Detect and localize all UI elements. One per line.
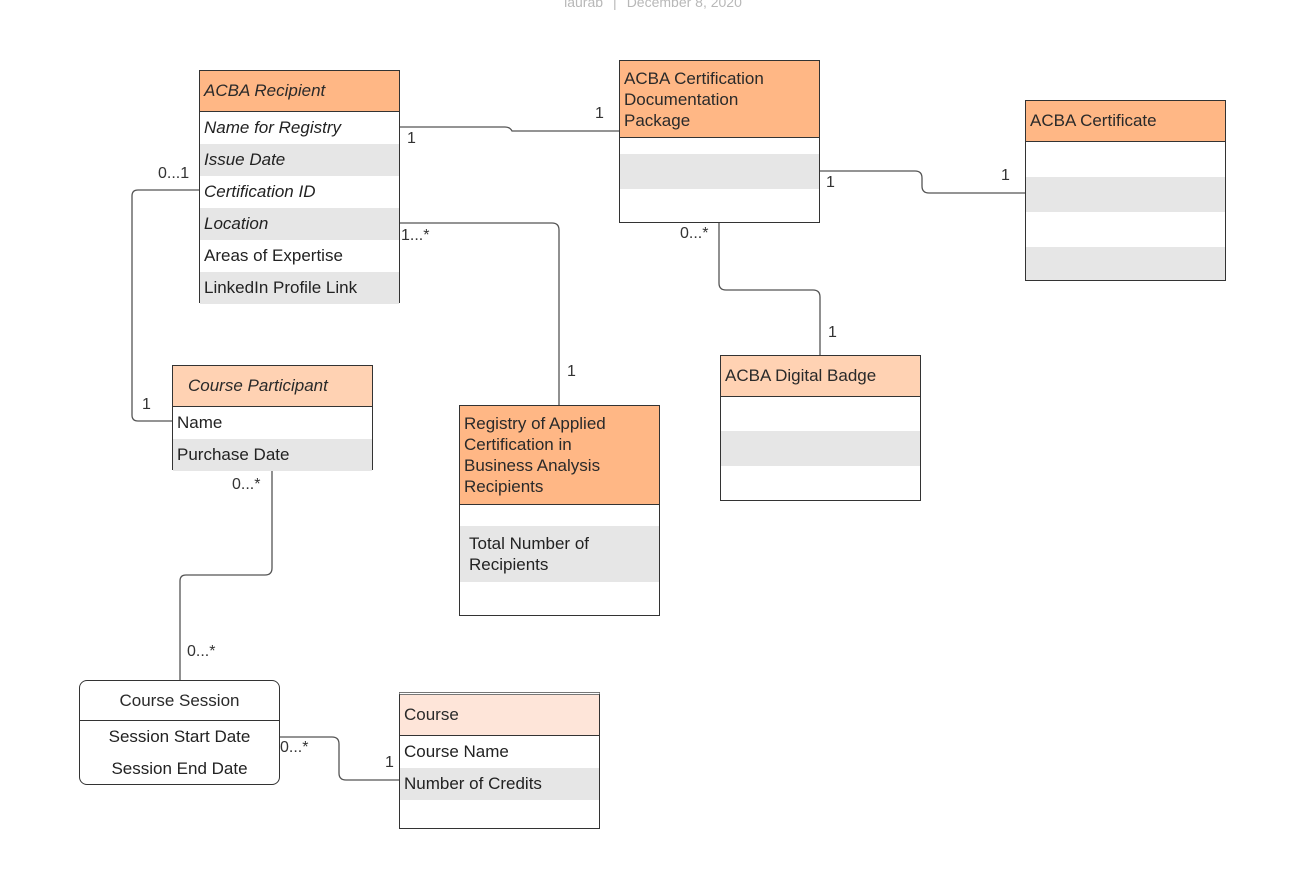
attribute (1026, 177, 1225, 212)
attribute: Purchase Date (173, 439, 372, 471)
attribute (400, 800, 599, 829)
attribute: Course Name (404, 742, 509, 761)
link-recipient-participant (131, 189, 200, 422)
class-cert-doc-package[interactable]: ACBA Certification Documentation Package (619, 60, 820, 223)
attribute (620, 189, 819, 222)
multiplicity-label: 0...* (280, 739, 309, 756)
link-recipient-docpackage (400, 126, 620, 132)
link-participant-session (179, 469, 273, 681)
attribute: Name for Registry (204, 118, 341, 137)
multiplicity-label: 1 (385, 754, 394, 771)
attribute: Number of Credits (400, 768, 599, 800)
link-docpackage-certificate (820, 170, 1025, 194)
attribute (620, 138, 819, 154)
class-digital-badge[interactable]: ACBA Digital Badge (720, 355, 921, 501)
class-course-participant[interactable]: Course Participant Name Purchase Date (172, 365, 373, 471)
attribute (721, 397, 920, 431)
class-title: Course Session (80, 681, 279, 721)
attribute: LinkedIn Profile Link (200, 272, 399, 304)
multiplicity-label: 1 (595, 105, 604, 122)
attribute: Session Start Date (108, 727, 251, 746)
multiplicity-label: 1 (407, 130, 416, 147)
attribute: Total Number of Recipients (460, 526, 659, 582)
attribute (460, 582, 659, 615)
attribute: Certification ID (204, 182, 316, 201)
attribute: Issue Date (200, 144, 399, 176)
attribute: Name (177, 413, 223, 432)
attribute (1026, 247, 1225, 280)
link-recipient-registry (400, 222, 560, 405)
attribute (721, 466, 920, 500)
class-acba-recipient[interactable]: ACBA Recipient Name for Registry Issue D… (199, 70, 400, 304)
class-acba-certificate[interactable]: ACBA Certificate (1025, 100, 1226, 281)
class-title: Course Participant (173, 366, 372, 407)
class-title: ACBA Digital Badge (721, 356, 920, 397)
link-docpackage-badge (718, 222, 821, 355)
class-title: ACBA Certification Documentation Package (620, 61, 819, 138)
author-name: laurab (564, 0, 604, 10)
document-meta: laurab | December 8, 2020 (0, 0, 1306, 10)
class-registry[interactable]: Registry of Applied Certification in Bus… (459, 405, 660, 616)
meta-separator: | (613, 0, 617, 10)
attribute (460, 505, 659, 526)
class-course-session[interactable]: Course Session Session Start Date Sessio… (79, 680, 280, 785)
multiplicity-label: 0...* (187, 643, 216, 660)
attribute: Session End Date (111, 759, 248, 778)
multiplicity-label: 1...* (401, 227, 430, 244)
multiplicity-label: 1 (828, 324, 837, 341)
multiplicity-label: 1 (567, 363, 576, 380)
class-course[interactable]: Course Course Name Number of Credits (399, 692, 600, 829)
attribute: Areas of Expertise (204, 246, 343, 265)
link-session-course (279, 736, 400, 781)
class-title: ACBA Certificate (1026, 101, 1225, 142)
attribute (1026, 142, 1225, 177)
attribute (1026, 212, 1225, 247)
attribute: Location (200, 208, 399, 240)
document-date: December 8, 2020 (626, 0, 742, 10)
multiplicity-label: 1 (826, 174, 835, 191)
attribute (620, 154, 819, 189)
multiplicity-label: 0...* (680, 225, 709, 242)
attribute (721, 431, 920, 466)
class-title: Course (400, 695, 599, 736)
class-title: Registry of Applied Certification in Bus… (460, 406, 659, 505)
multiplicity-label: 0...1 (158, 165, 190, 182)
multiplicity-label: 0...* (232, 476, 261, 493)
multiplicity-label: 1 (1001, 167, 1010, 184)
class-title: ACBA Recipient (200, 71, 399, 112)
multiplicity-label: 1 (142, 396, 151, 413)
